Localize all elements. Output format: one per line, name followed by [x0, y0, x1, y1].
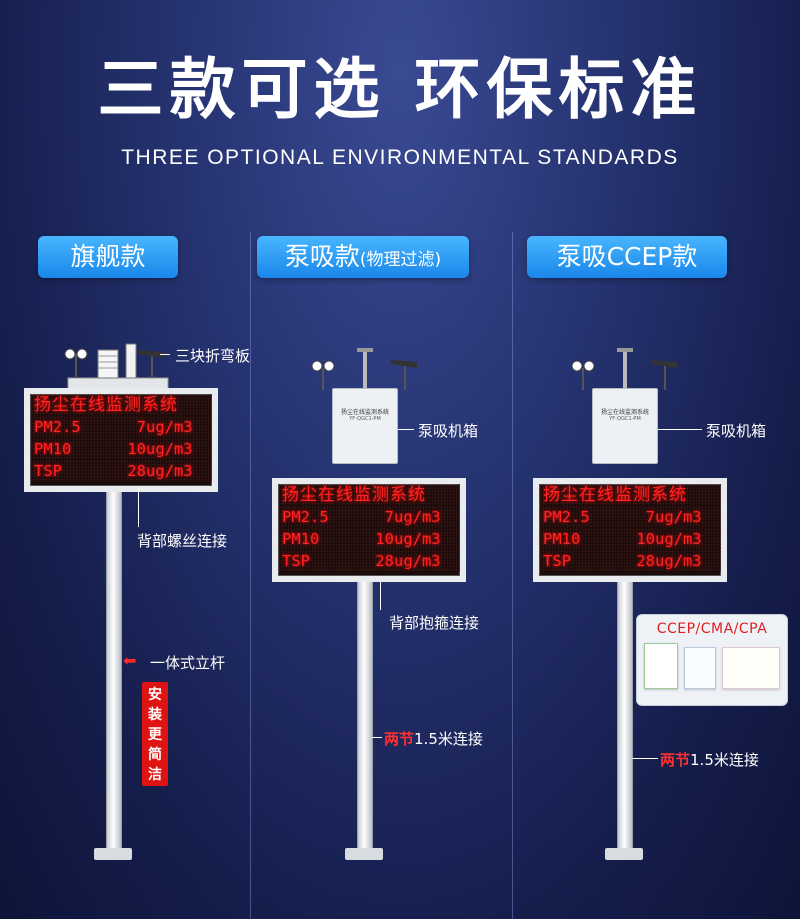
arrow-left-icon: ⬅	[123, 651, 137, 670]
weather-sensors-icon	[64, 343, 169, 390]
leader-line	[632, 758, 658, 759]
pump-box: 扬尘在线监测系统 YF-QGC1-PM	[332, 388, 398, 464]
pole	[617, 582, 633, 852]
box-model: YF-QGC1-PM	[349, 416, 381, 422]
annotation-two-sections-red: 两节	[384, 730, 415, 748]
model-label: 泵吸CCEP款	[556, 242, 698, 271]
led-row-pm10: PM10 10ug/m3	[278, 528, 460, 550]
led-row-pm25: PM2.5 7ug/m3	[278, 506, 460, 528]
led-row-tsp: TSP 28ug/m3	[278, 550, 460, 572]
led-row-tsp: TSP 28ug/m3	[30, 460, 212, 482]
leader-line	[398, 429, 414, 430]
model-tab-pump[interactable]: 泵吸款(物理过滤)	[257, 236, 469, 278]
pump-box: 扬尘在线监测系统 YF-QGC1-PM	[592, 388, 658, 464]
led-header: 扬尘在线监测系统	[278, 484, 460, 506]
annotation-bent-plate: 三块折弯板	[175, 347, 251, 365]
pole-base	[345, 848, 383, 860]
model-tab-flagship[interactable]: 旗舰款	[38, 236, 178, 278]
led-display: 扬尘在线监测系统 PM2.5 7ug/m3 PM10 10ug/m3 TSP 2…	[533, 478, 727, 582]
box-label: 扬尘在线监测系统	[600, 409, 649, 416]
annotation-two-sections: 两节1.5米连接	[384, 728, 483, 749]
pole-base	[94, 848, 132, 860]
annotation-pump-box: 泵吸机箱	[418, 422, 479, 440]
leader-line	[138, 487, 139, 527]
leader-line	[160, 354, 170, 355]
certificate-doc-icon	[644, 643, 678, 689]
annotation-rear-screw: 背部螺丝连接	[137, 532, 228, 550]
annotation-two-sections-red: 两节	[660, 751, 691, 769]
led-header: 扬尘在线监测系统	[30, 394, 212, 416]
column-divider	[250, 232, 251, 919]
led-row-pm10: PM10 10ug/m3	[30, 438, 212, 460]
model-label-suffix: (物理过滤)	[359, 250, 442, 270]
box-label: 扬尘在线监测系统	[340, 409, 389, 416]
model-tab-pump-ccep[interactable]: 泵吸CCEP款	[527, 236, 727, 278]
leader-line	[380, 582, 381, 610]
weather-sensors-icon	[571, 348, 677, 394]
page-subtitle: THREE OPTIONAL ENVIRONMENTAL STANDARDS	[121, 146, 679, 169]
led-display: 扬尘在线监测系统 PM2.5 7ug/m3 PM10 10ug/m3 TSP 2…	[272, 478, 466, 582]
annotation-pump-box: 泵吸机箱	[706, 422, 767, 440]
certificate-card: CCEP/CMA/CPA	[636, 614, 788, 706]
led-row-pm10: PM10 10ug/m3	[539, 528, 721, 550]
leader-line	[372, 737, 382, 738]
pole-base	[605, 848, 643, 860]
model-label: 旗舰款	[70, 242, 146, 271]
weather-sensors-icon	[311, 348, 417, 394]
led-row-pm25: PM2.5 7ug/m3	[539, 506, 721, 528]
column-divider	[512, 232, 513, 919]
page-title: 三款可选 环保标准	[97, 51, 703, 128]
annotation-two-sections-rest: 1.5米连接	[414, 730, 483, 748]
annotation-two-sections-rest: 1.5米连接	[690, 751, 759, 769]
certificate-doc-icon	[722, 647, 780, 689]
led-row-pm25: PM2.5 7ug/m3	[30, 416, 212, 438]
certificate-title: CCEP/CMA/CPA	[656, 621, 768, 637]
annotation-one-piece-pole: 一体式立杆	[150, 654, 226, 672]
badge-install-easy: 安装更简洁	[142, 682, 168, 786]
certificate-images	[637, 643, 787, 689]
annotation-rear-clamp: 背部抱箍连接	[389, 614, 480, 632]
led-row-tsp: TSP 28ug/m3	[539, 550, 721, 572]
led-header: 扬尘在线监测系统	[539, 484, 721, 506]
model-label: 泵吸款	[284, 242, 360, 271]
leader-line	[658, 429, 702, 430]
pole	[106, 492, 122, 852]
certificate-doc-icon	[684, 647, 716, 689]
led-display: 扬尘在线监测系统 PM2.5 7ug/m3 PM10 10ug/m3 TSP 2…	[24, 388, 218, 492]
box-model: YF-QGC1-PM	[609, 416, 641, 422]
annotation-two-sections: 两节1.5米连接	[660, 749, 759, 770]
pole	[357, 582, 373, 852]
